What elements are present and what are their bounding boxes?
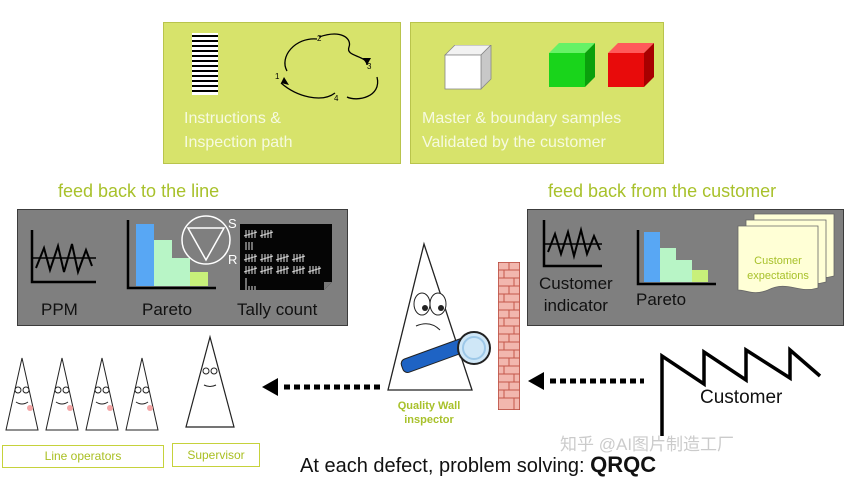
path-number-3: 3: [367, 62, 372, 71]
customer-sawtooth-icon: [660, 346, 822, 436]
inspector-line2: inspector: [404, 414, 454, 426]
samples-panel: Master & boundary samples Validated by t…: [410, 22, 664, 164]
ppm-label: PPM: [41, 300, 78, 319]
tally-count-icon: [240, 224, 332, 290]
green-cube-icon: [549, 43, 595, 87]
supervisor-box: Supervisor: [172, 443, 260, 467]
brick-wall: [498, 262, 520, 410]
customer-pareto-label: Pareto: [636, 290, 687, 309]
inspection-path-icon: 1 2 3 4: [275, 33, 379, 103]
qrqc-label: QRQC: [590, 452, 657, 477]
pareto-chart-icon: [126, 220, 216, 290]
inspector-label: Quality Wall inspector: [384, 399, 474, 427]
feedback-customer-panel: Customer indicator Pareto Customer expec…: [527, 209, 844, 326]
indicator-line1: Customer: [539, 274, 613, 293]
watermark: 知乎 @AI图片制造工厂: [560, 435, 735, 454]
line-operators-box: Line operators: [2, 445, 164, 468]
document-icon: [192, 33, 218, 95]
line-operators-illustration: [5, 357, 159, 431]
expect-line1: Customer: [754, 255, 802, 267]
customer-label: Customer: [700, 387, 783, 408]
feedback-line-panel: PPM Pareto S R: [17, 209, 348, 326]
customer-expectations-doc-icon: [737, 213, 835, 294]
feedback-line-title: feed back to the line: [58, 181, 220, 201]
customer-indicator-chart-icon: [542, 220, 602, 268]
expect-line2: expectations: [747, 270, 809, 282]
white-cube-icon: [444, 45, 492, 90]
samples-line2: Validated by the customer: [422, 134, 606, 151]
supervisor-illustration: [185, 334, 235, 428]
feedback-customer-title: feed back from the customer: [548, 181, 777, 201]
arrow-from-customer: [528, 372, 644, 390]
inspector-line1: Quality Wall: [397, 400, 461, 412]
red-cube-icon: [608, 43, 654, 87]
customer-expectations-label: Customer expectations: [738, 254, 818, 284]
bottom-statement: At each defect, problem solving: QRQC: [300, 452, 656, 478]
instructions-line1: Instructions &: [184, 110, 281, 127]
instructions-label: Instructions & Inspection path: [184, 107, 293, 155]
instructions-panel: 1 2 3 4 Instructions & Inspection path: [163, 22, 401, 164]
customer-pareto-chart-icon: [636, 230, 716, 286]
sr-r-label: R: [228, 252, 237, 267]
quality-wall-inspector-illustration: [387, 241, 491, 391]
customer-indicator-label: Customer indicator: [539, 273, 613, 317]
sr-s-label: S: [228, 216, 237, 231]
instructions-line2: Inspection path: [184, 134, 293, 151]
samples-label: Master & boundary samples Validated by t…: [422, 107, 621, 155]
samples-line1: Master & boundary samples: [422, 110, 622, 127]
ppm-chart-icon: [30, 230, 96, 284]
path-number-2: 2: [317, 34, 322, 43]
path-number-1: 1: [275, 72, 280, 81]
arrow-to-supervisor: [262, 378, 380, 396]
tally-label: Tally count: [237, 300, 318, 319]
path-number-4: 4: [334, 94, 339, 103]
bottom-statement-text: At each defect, problem solving:: [300, 455, 591, 477]
indicator-line2: indicator: [543, 296, 608, 315]
pareto-label: Pareto: [142, 300, 193, 319]
sr-triangle-icon: S R: [181, 215, 237, 267]
